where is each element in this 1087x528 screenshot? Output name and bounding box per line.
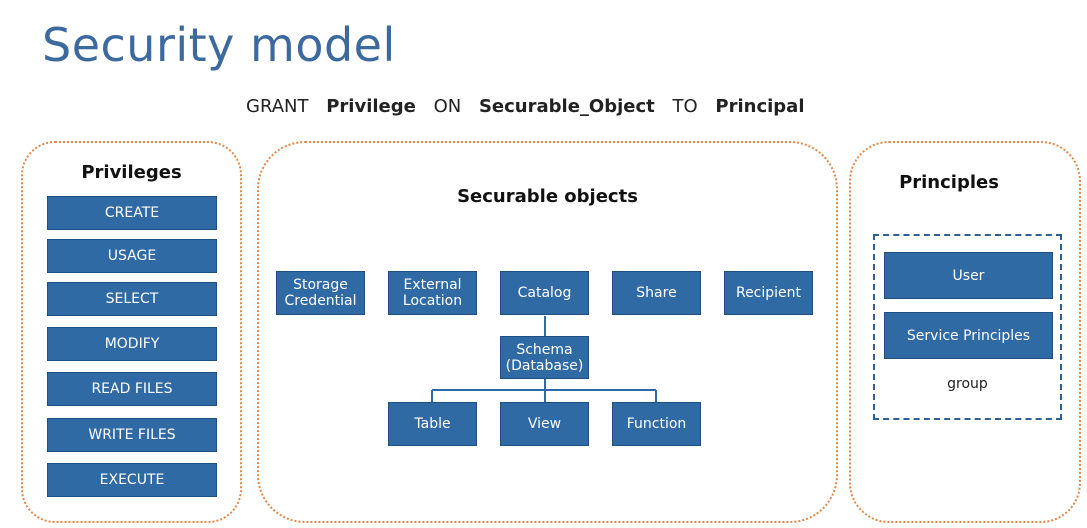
grant-principal: Principal [715,96,805,117]
privilege-select: SELECT [47,282,217,316]
page-title: Security model [42,18,396,72]
grant-object: Securable_Object [478,96,655,117]
privilege-read-files: READ FILES [47,372,217,406]
securables-panel [257,141,838,523]
privilege-modify: MODIFY [47,327,217,361]
function-box: Function [612,402,701,446]
user-box: User [884,252,1053,299]
securables-heading: Securable objects [457,186,638,207]
privileges-panel [21,141,242,523]
share-box: Share [612,271,701,315]
schema-box: Schema (Database) [500,336,589,379]
recipient-box: Recipient [724,271,813,315]
grant-keyword: GRANT [246,96,309,117]
privilege-write-files: WRITE FILES [47,418,217,452]
privileges-heading: Privileges [81,162,182,183]
principals-group-container [873,234,1062,420]
privilege-execute: EXECUTE [47,463,217,497]
view-box: View [500,402,589,446]
to-keyword: TO [672,96,698,117]
service-principles-box: Service Principles [884,312,1053,359]
principles-panel [849,141,1081,523]
external-location-box: External Location [388,271,477,315]
grant-statement: GRANT Privilege ON Securable_Object TO P… [246,96,817,117]
catalog-box: Catalog [500,271,589,315]
table-box: Table [388,402,477,446]
on-keyword: ON [433,96,462,117]
storage-credential-box: Storage Credential [276,271,365,315]
privilege-usage: USAGE [47,239,217,273]
grant-privilege: Privilege [326,96,416,117]
group-label: group [947,376,988,392]
privilege-create: CREATE [47,196,217,230]
principles-heading: Principles [899,172,999,193]
